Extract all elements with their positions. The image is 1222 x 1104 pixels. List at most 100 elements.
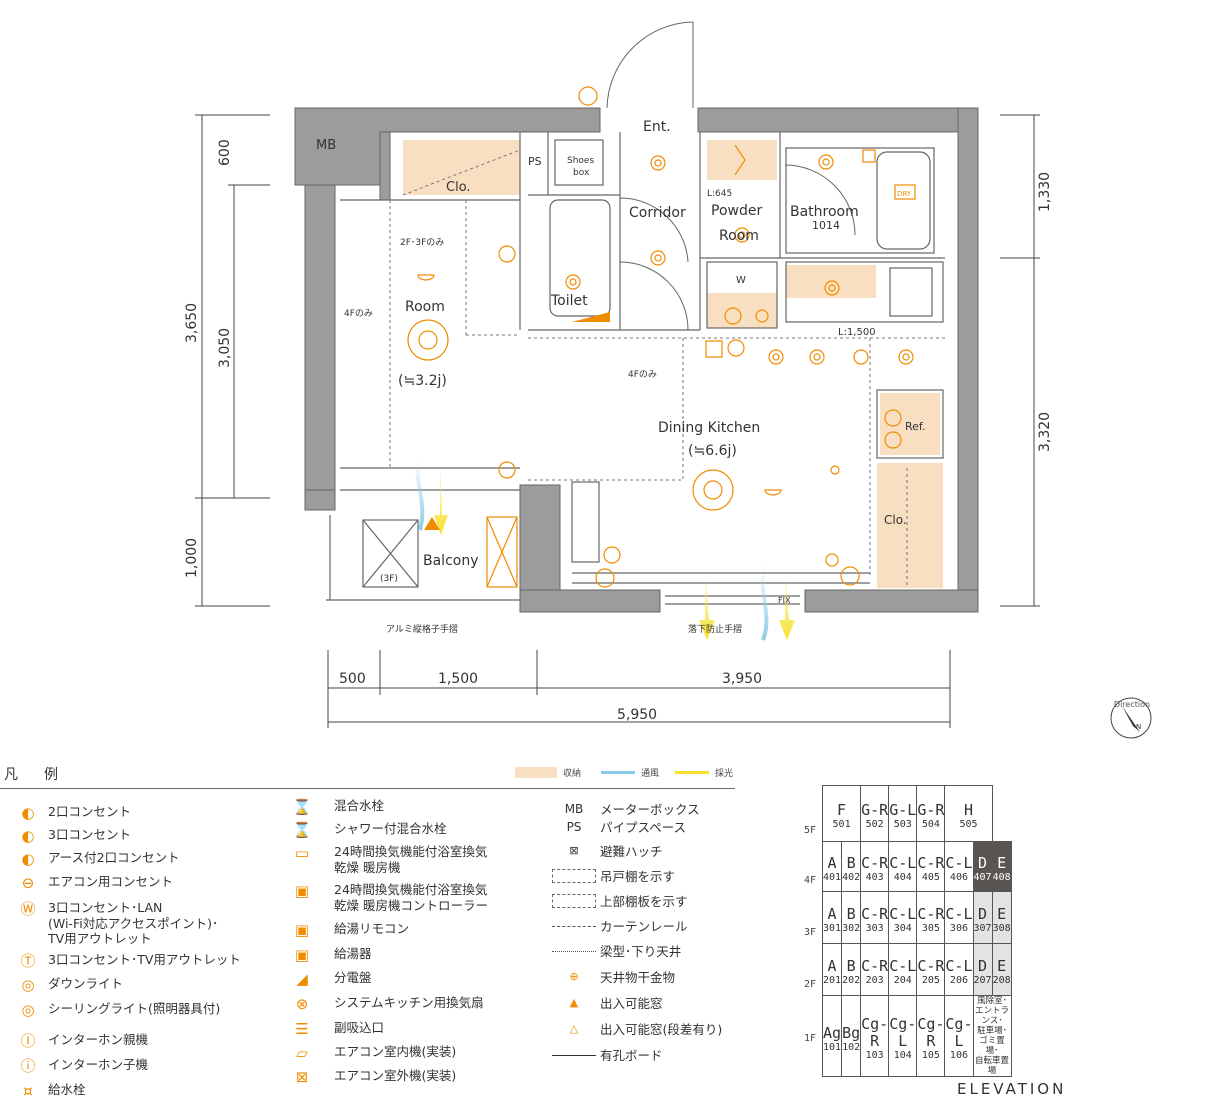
dim-right-top: 1,330: [1037, 172, 1053, 212]
legend-text: カーテンレール: [600, 919, 688, 934]
legend-text: 3口コンセント･LAN (Wi-Fi対応アクセスポイント)･ TV用アウトレット: [48, 900, 219, 947]
label-room-area: (≒3.2j): [398, 373, 447, 389]
legend-item-hanging-shelf: 吊戸棚を示す: [548, 869, 675, 887]
legend-text: 2口コンセント: [48, 804, 131, 819]
unit-type: C-R: [861, 957, 889, 975]
unit-number: 403: [865, 872, 884, 883]
unit-number: 203: [865, 975, 884, 986]
unit-type: Cg-R: [917, 1015, 945, 1050]
bath-dryer-icon: ▭: [294, 844, 310, 862]
legend-text: システムキッチン用換気扇: [334, 995, 484, 1010]
room-labels: MB PS Shoes box Ent. Clo. Corridor Powde…: [316, 119, 926, 635]
drying-hook-icon: ⊕: [569, 970, 579, 983]
label-shoes-box-2: box: [573, 168, 590, 178]
perforated-icon: [548, 1048, 600, 1066]
mixer-faucet-icon: ⌛: [292, 798, 312, 816]
label-l1500: L:1,500: [838, 327, 876, 338]
unit-number: 201: [823, 975, 842, 986]
legend-text: インターホン子機: [48, 1057, 149, 1072]
legend-item-water-faucet: ¤ 給水栓: [8, 1082, 86, 1100]
label-powder-room: Room: [719, 228, 759, 244]
legend-item-wifi-outlet: Ⓦ 3口コンセント･LAN (Wi-Fi対応アクセスポイント)･ TV用アウトレッ…: [8, 900, 218, 947]
label-mb: MB: [316, 138, 336, 153]
legend-text: 副吸込口: [334, 1020, 385, 1035]
unit-type: G-R: [861, 801, 889, 819]
unit-type: B: [846, 905, 856, 923]
unit-type: C-L: [889, 957, 917, 975]
legend-item-curtain-rail: カーテンレール: [548, 919, 688, 937]
note-4f-room: 4Fのみ: [344, 308, 373, 319]
unit-type: C-R: [861, 854, 889, 872]
unit-type: Ag: [823, 1023, 842, 1042]
hatch-icon: ⊠: [569, 844, 579, 857]
legend-item-bath-dryer: ▭24時間換気機能付浴室換気 乾燥 暖房機: [270, 844, 488, 875]
legend-text: 出入可能窓(段差有り): [600, 1022, 723, 1037]
floor-label: 2F: [804, 979, 817, 990]
tv-outlet-icon: Ⓣ: [20, 952, 36, 970]
legend-text: 給湯リモコン: [334, 921, 410, 936]
unit-number: 303: [865, 923, 884, 934]
unit-number: 307: [973, 923, 992, 934]
legend: 凡 例 収納 通風 採光 ◐2口コンセント◐3口コンセント◐アース付2口コンセン…: [0, 760, 740, 1100]
floor-plan: MB PS Shoes box Ent. Clo. Corridor Powde…: [184, 21, 1152, 739]
legend-item-sub-inlet: ☰ 副吸込口: [270, 1020, 384, 1038]
legend-item-shower-faucet: ⌛シャワー付混合水栓: [270, 821, 447, 839]
panel-board-icon: ◢: [296, 970, 308, 988]
dim-5950: 5,950: [617, 707, 657, 723]
legend-text: 吊戸棚を示す: [600, 869, 676, 884]
unit-number: 301: [823, 923, 842, 934]
legend-item-window-step: △出入可能窓(段差有り): [548, 1022, 723, 1040]
legend-item-outlet-earth: ◐アース付2口コンセント: [8, 850, 179, 868]
ac-outdoor-icon: ⊠: [295, 1068, 309, 1086]
key-storage: 収納: [563, 769, 582, 779]
label-toilet: Toilet: [550, 293, 588, 309]
unit-type: C-R: [861, 905, 889, 923]
wifi-outlet-icon: Ⓦ: [20, 900, 36, 918]
outlet-earth-icon: ◐: [21, 850, 35, 868]
unit-number: 306: [949, 923, 968, 934]
dim-3950: 3,950: [722, 671, 762, 687]
window-icon: ▲: [569, 996, 579, 1009]
label-ps: PS: [528, 155, 542, 168]
note-rail-fall: 落下防止手摺: [688, 623, 742, 635]
legend-item-perforated: 有孔ボード: [548, 1048, 663, 1066]
legend-item-outlet-2: ◐2口コンセント: [8, 804, 131, 822]
unit-type: C-L: [945, 854, 973, 872]
unit-type: E: [997, 854, 1007, 872]
dimension-labels: 3,650 3,050 600 1,000 1,330 3,320 500 1,…: [184, 139, 1053, 723]
elevation-title: ELEVATION: [957, 1080, 1067, 1098]
intercom-main-icon: Ⓘ: [20, 1032, 36, 1050]
unit-number: 102: [842, 1041, 861, 1053]
unit-cell: 風除室･ エントランス･ 駐車場･ゴミ置場･ 自転車置場: [972, 995, 1012, 1077]
label-balcony: Balcony: [423, 553, 479, 569]
legend-item-mixer-faucet: ⌛混合水栓: [270, 798, 384, 816]
bath-dryer-ctrl-icon: ▣: [294, 882, 310, 900]
upper-shelf-icon: [548, 894, 600, 912]
unit-type: F: [837, 801, 847, 819]
storage-swatch: [515, 767, 557, 778]
dim-500: 500: [339, 671, 366, 687]
label-ent: Ent.: [643, 119, 671, 135]
water-faucet-icon: ¤: [23, 1082, 33, 1100]
unit-type: D: [978, 957, 988, 975]
unit-number: 502: [865, 819, 884, 830]
unit-type: 風除室･ エントランス･ 駐車場･ゴミ置場･ 自転車置場: [975, 996, 1010, 1076]
legend-text: 給水栓: [48, 1082, 86, 1097]
sub-inlet-icon: ☰: [295, 1020, 309, 1038]
equipment-symbols: [407, 86, 916, 588]
